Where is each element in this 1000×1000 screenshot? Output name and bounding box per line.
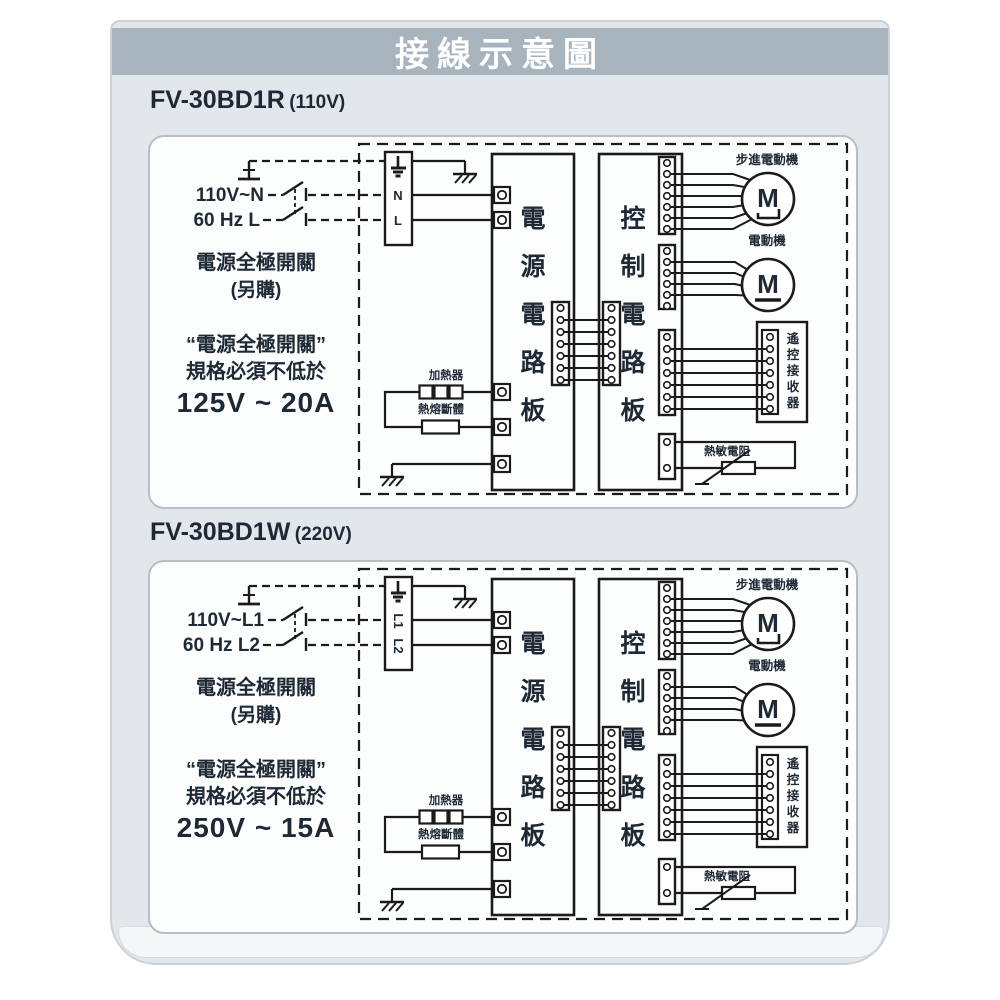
- power-source-labels: 110V~L1 60 Hz L2: [183, 610, 265, 656]
- svg-text:電源電路板: 電源電路板: [520, 630, 546, 850]
- switch-note: (另購): [230, 705, 282, 726]
- switch-label: 電源全極開關: [196, 252, 316, 274]
- line-wires: [412, 193, 494, 222]
- svg-text:110V~L1: 110V~L1: [187, 610, 264, 631]
- supply-wires: [249, 159, 385, 222]
- svg-text:加熱器: 加熱器: [428, 793, 464, 807]
- svg-text:L2: L2: [391, 638, 406, 653]
- svg-text:電源電路板: 電源電路板: [520, 205, 546, 425]
- svg-text:N: N: [393, 188, 402, 203]
- panel1-voltage: (110V): [289, 92, 346, 113]
- switch-label: 電源全極開關: [196, 677, 316, 699]
- earth-symbol-top: [412, 584, 477, 609]
- svg-text:110V~N: 110V~N: [196, 185, 264, 206]
- terminal-block: NL: [383, 150, 414, 247]
- spec-line: 規格必須不低於: [186, 786, 326, 808]
- board-terminals: [492, 185, 512, 474]
- motor-connector: [657, 243, 757, 311]
- spec-rating: 250V ~ 15A: [176, 812, 336, 843]
- panel1-title: FV-30BD1R (110V): [150, 86, 345, 115]
- remote-receiver: 遙控接收器: [657, 745, 809, 849]
- page-title: 接線示意圖: [395, 36, 605, 74]
- thermistor: 熱敏電阻: [657, 857, 797, 910]
- motor-connector: [657, 668, 757, 736]
- motor: 電動機 M: [740, 658, 796, 738]
- motor: 電動機 M: [740, 233, 796, 313]
- earth-symbol-bottom: [380, 462, 494, 487]
- svg-text:遙控接收器: 遙控接收器: [786, 331, 800, 410]
- unit-boundary: [357, 142, 849, 496]
- all-pole-switch: [282, 180, 308, 226]
- svg-text:熱熔斷體: 熱熔斷體: [418, 402, 464, 416]
- svg-text:熱熔斷體: 熱熔斷體: [418, 827, 464, 841]
- svg-text:L: L: [394, 213, 402, 228]
- earth-symbol-bottom: [380, 887, 494, 912]
- supply-earth-mark: [238, 161, 260, 181]
- svg-text:遙控接收器: 遙控接收器: [786, 756, 800, 835]
- switch-note: (另購): [230, 280, 282, 301]
- board-terminals: [492, 610, 512, 899]
- header-bar: 接線示意圖: [112, 28, 888, 75]
- spec-quote: “電源全極開關”: [186, 334, 326, 356]
- spec-rating: 125V ~ 20A: [176, 387, 336, 418]
- supply-wires: [249, 584, 385, 647]
- power-circuit-board: 電源電路板: [490, 152, 576, 492]
- svg-text:M: M: [757, 183, 779, 213]
- power-circuit-board: 電源電路板: [490, 577, 576, 917]
- panel1-model: FV-30BD1R: [150, 86, 285, 114]
- panel2-voltage: (220V): [294, 524, 352, 545]
- panel2-model: FV-30BD1W: [150, 518, 291, 546]
- svg-text:控制電路板: 控制電路板: [620, 205, 646, 425]
- svg-text:60 Hz L2: 60 Hz L2: [183, 635, 260, 656]
- svg-text:熱敏電阻: 熱敏電阻: [704, 444, 750, 458]
- stepper-motor: 步進電動機 M: [736, 152, 799, 227]
- svg-text:M: M: [757, 694, 779, 724]
- line-wires: [412, 618, 494, 647]
- unit-boundary: [357, 567, 849, 921]
- control-circuit-board: 控制電路板: [597, 152, 684, 492]
- board-link-connectors: [550, 300, 622, 387]
- svg-text:加熱器: 加熱器: [428, 368, 464, 382]
- svg-text:電動機: 電動機: [748, 233, 786, 248]
- svg-text:M: M: [757, 608, 779, 638]
- stepper-motor: 步進電動機 M: [736, 577, 799, 652]
- svg-text:步進電動機: 步進電動機: [736, 577, 799, 592]
- svg-text:60 Hz L: 60 Hz L: [193, 210, 260, 231]
- thermistor: 熱敏電阻: [657, 432, 797, 485]
- board-link-connectors: [550, 725, 622, 812]
- panel2-title: FV-30BD1W (220V): [150, 518, 352, 547]
- svg-text:電動機: 電動機: [748, 658, 786, 673]
- svg-text:L1: L1: [391, 613, 406, 628]
- remote-receiver: 遙控接收器: [657, 320, 809, 424]
- supply-earth-mark: [238, 586, 260, 606]
- all-pole-switch: [282, 605, 308, 651]
- control-circuit-board: 控制電路板: [597, 577, 684, 917]
- spec-quote: “電源全極開關”: [186, 759, 326, 781]
- power-source-labels: 110V~N 60 Hz L: [193, 185, 264, 231]
- earth-symbol-top: [412, 159, 477, 184]
- spec-line: 規格必須不低於: [186, 361, 326, 383]
- svg-text:M: M: [757, 269, 779, 299]
- svg-text:步進電動機: 步進電動機: [736, 152, 799, 167]
- svg-text:控制電路板: 控制電路板: [620, 630, 646, 850]
- svg-text:熱敏電阻: 熱敏電阻: [704, 869, 750, 883]
- stepper-motor-connector: [657, 580, 757, 661]
